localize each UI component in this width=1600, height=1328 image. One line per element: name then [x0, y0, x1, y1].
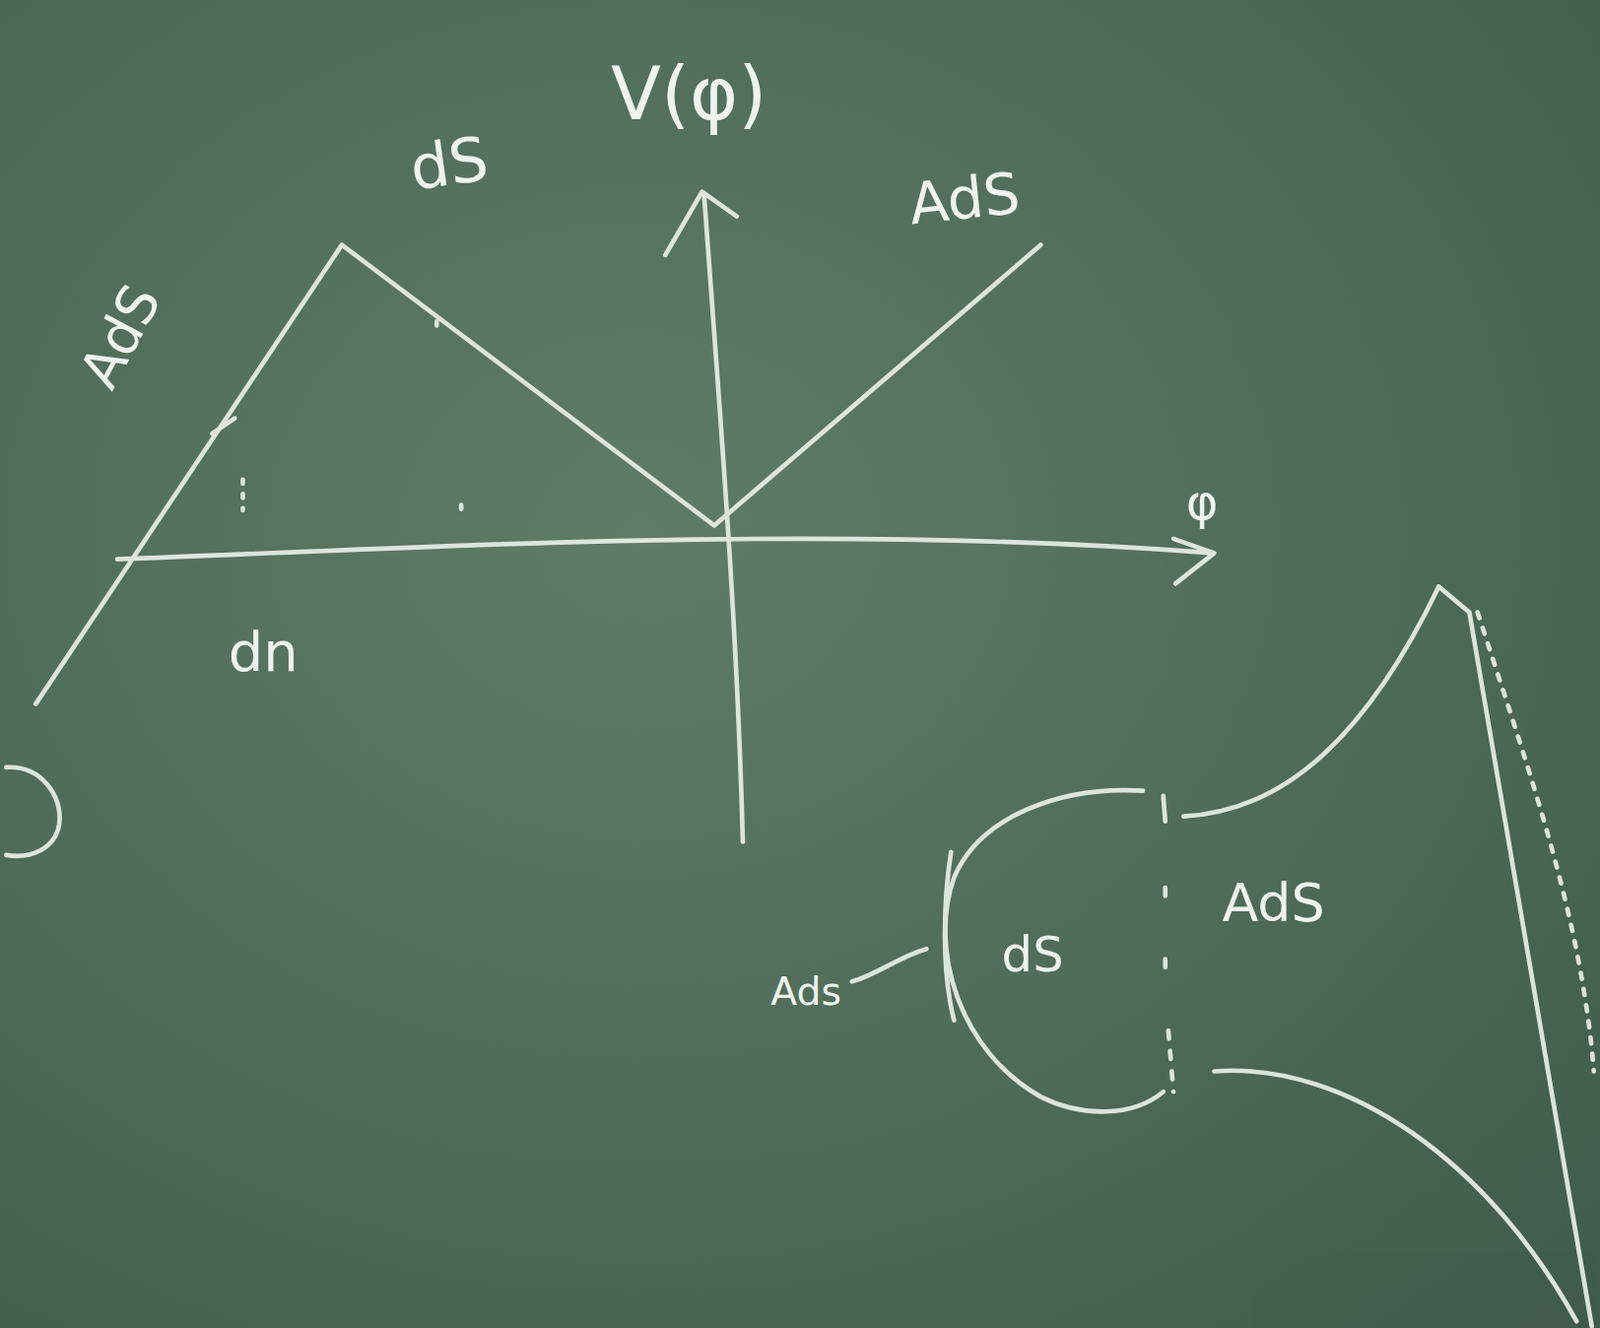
axis-arrowhead — [665, 192, 736, 256]
ads-upper-boundary — [1183, 587, 1439, 817]
axis-label: φ — [1186, 477, 1219, 528]
leader-line — [852, 948, 928, 982]
region-label: AdS — [906, 164, 1023, 233]
region-label: AdS — [1221, 876, 1325, 931]
region-label: dS — [1001, 930, 1065, 980]
ads-dashed-line — [1477, 611, 1595, 1071]
horizontal-axis — [117, 538, 1212, 560]
region-label: Ads — [770, 972, 842, 1011]
potential-curve — [35, 245, 1041, 705]
ads-lower-boundary — [1213, 1070, 1577, 1322]
region-label: dn — [228, 625, 299, 681]
tick-mark — [211, 418, 235, 435]
dotted-guide — [242, 321, 462, 516]
glue-surface — [944, 852, 954, 1021]
dashed-divider — [1165, 887, 1174, 1092]
axis-arrowhead — [1173, 538, 1214, 585]
axis-label: V(φ) — [610, 57, 767, 132]
ds-region-outline — [944, 790, 1163, 1112]
region-label: AdS — [70, 276, 170, 398]
divider-tick — [1163, 796, 1166, 822]
region-label: dS — [405, 127, 492, 200]
ads-boundary-line — [1438, 587, 1592, 1328]
circled-mark — [5, 767, 60, 857]
